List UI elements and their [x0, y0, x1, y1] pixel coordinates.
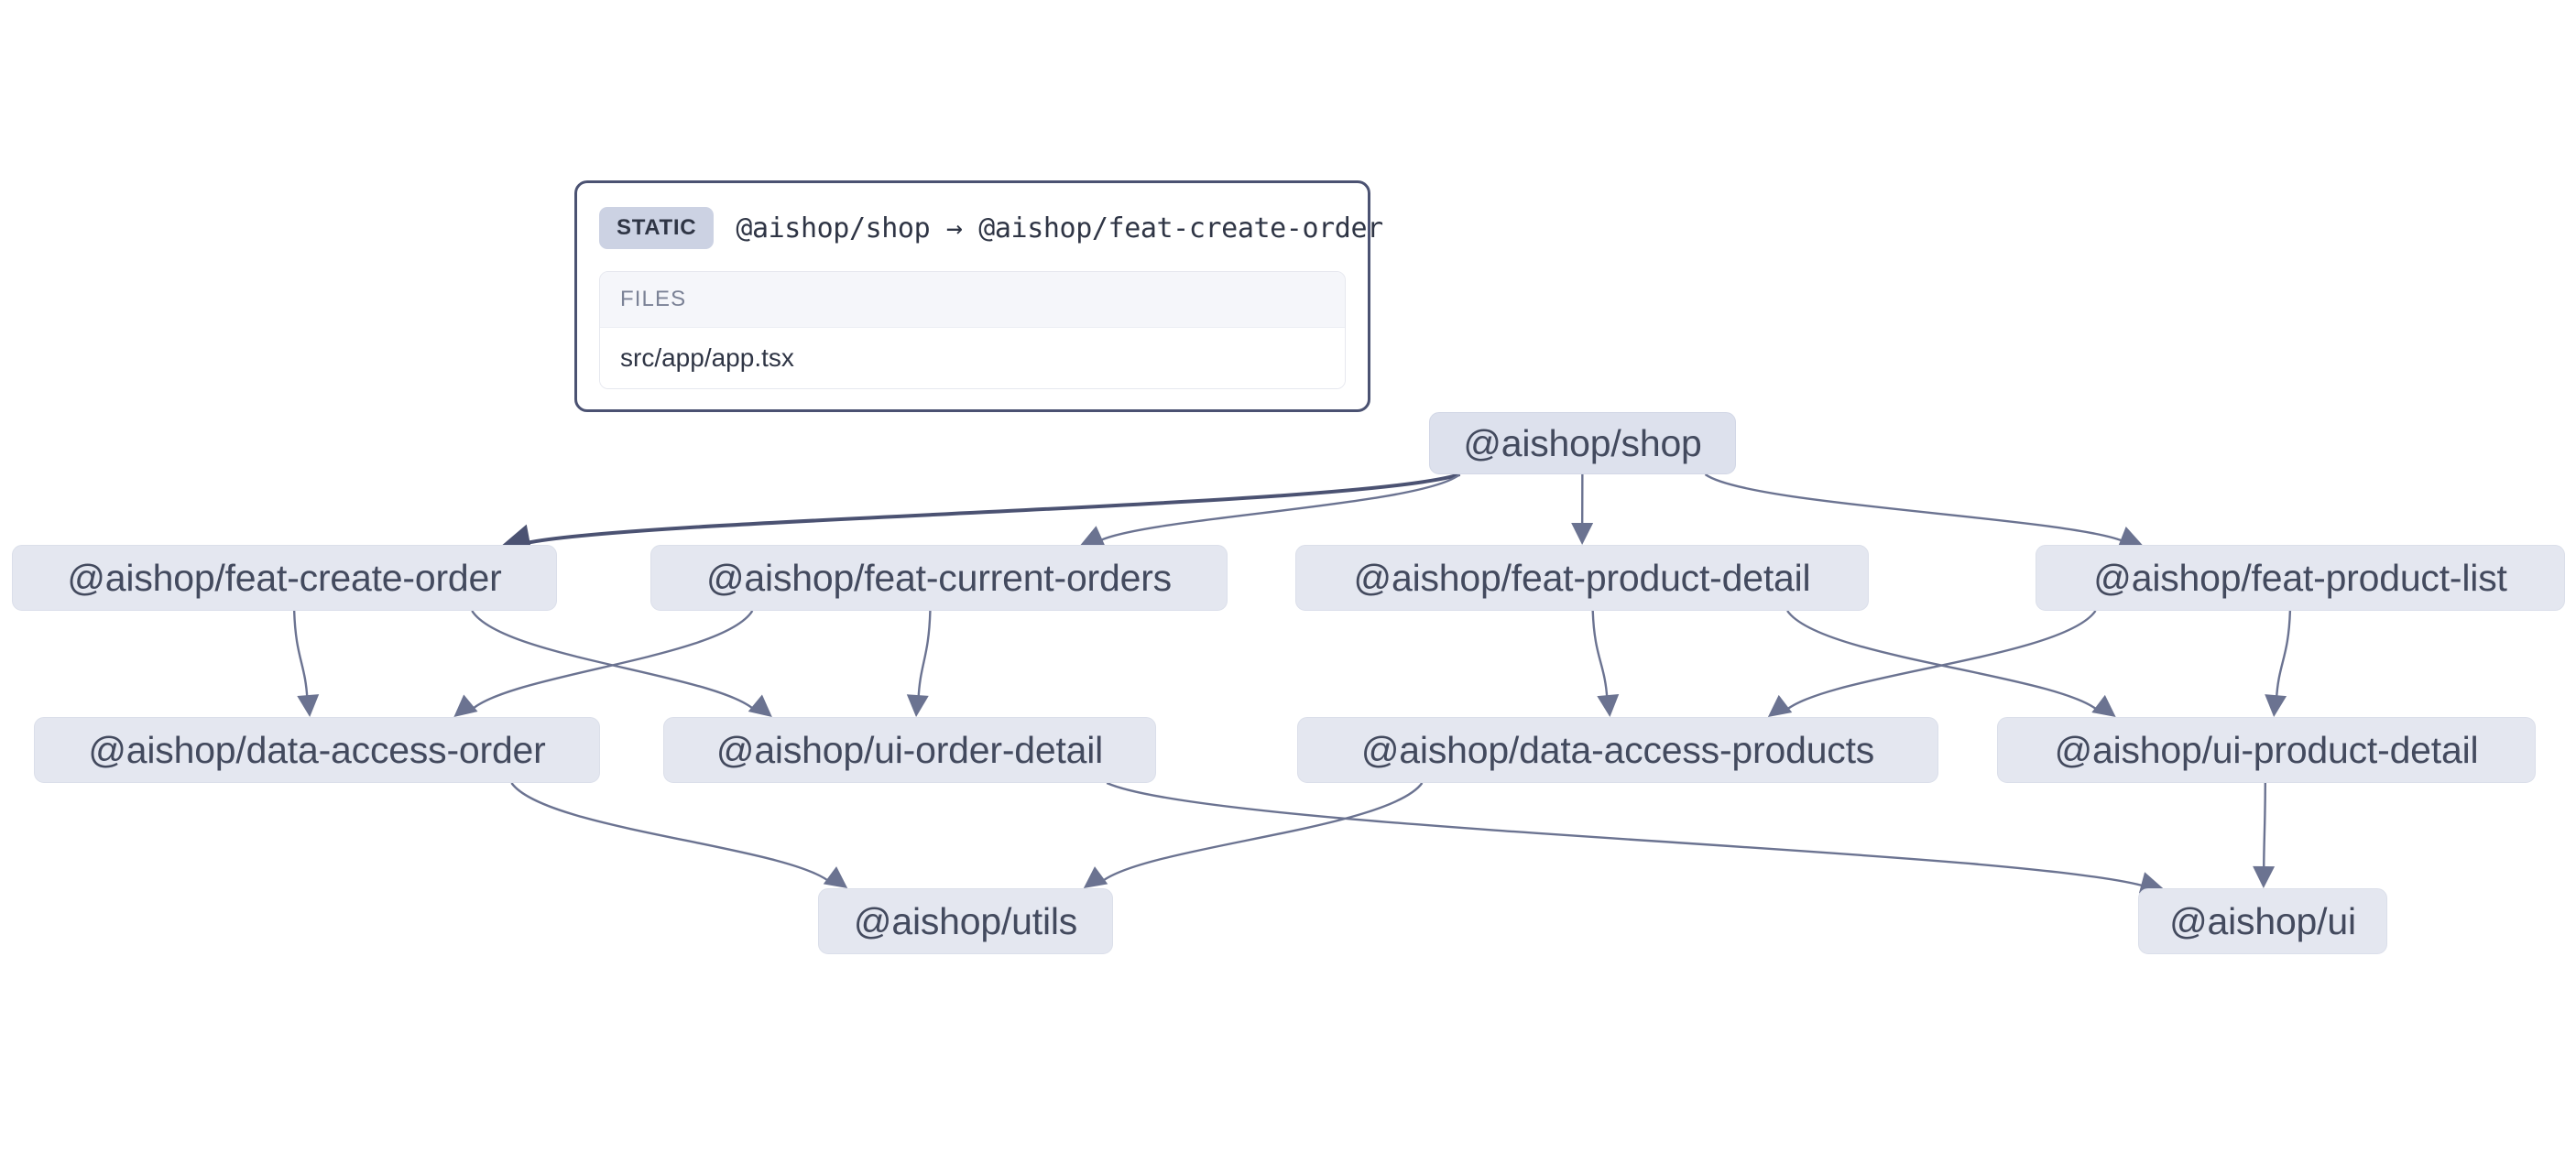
graph-edge-feat-create-order-to-ui-order-detail[interactable] [471, 610, 758, 712]
file-row[interactable]: src/app/app.tsx [600, 328, 1345, 388]
graph-edge-data-access-products-to-utils[interactable] [1098, 782, 1424, 885]
graph-node-ui-order-detail[interactable]: @aishop/ui-order-detail [663, 717, 1156, 783]
files-section-header: FILES [600, 272, 1345, 328]
graph-node-data-access-order[interactable]: @aishop/data-access-order [34, 717, 600, 783]
graph-edge-arrowhead [2253, 865, 2276, 888]
graph-edge-arrowhead [1597, 694, 1620, 717]
graph-node-label: @aishop/ui [2169, 899, 2356, 942]
graph-node-label: @aishop/feat-current-orders [706, 556, 1172, 599]
graph-node-feat-product-detail[interactable]: @aishop/feat-product-detail [1295, 545, 1869, 611]
graph-node-label: @aishop/shop [1463, 421, 1702, 464]
graph-edge-shop-to-feat-current-orders[interactable] [1097, 473, 1461, 543]
graph-edge-ui-product-detail-to-ui[interactable] [2262, 782, 2266, 872]
graph-node-label: @aishop/feat-product-detail [1353, 556, 1811, 599]
graph-edge-arrowhead [453, 694, 478, 717]
graph-edge-arrowhead [1083, 866, 1108, 888]
graph-edge-arrowhead [2091, 694, 2116, 717]
graph-edge-data-access-order-to-utils[interactable] [510, 782, 833, 885]
graph-edge-arrowhead [906, 694, 929, 717]
graph-edge-arrowhead [1080, 526, 1106, 547]
graph-edge-arrowhead [1767, 694, 1793, 717]
graph-node-label: @aishop/data-access-products [1360, 728, 1875, 771]
graph-edge-feat-create-order-to-data-access-order[interactable] [292, 610, 309, 701]
files-list: src/app/app.tsx [600, 328, 1345, 388]
graph-edge-feat-product-detail-to-data-access-products[interactable] [1591, 610, 1609, 701]
tooltip-files-box: FILES src/app/app.tsx [599, 271, 1346, 389]
graph-node-utils[interactable]: @aishop/utils [818, 888, 1113, 954]
graph-edge-feat-product-list-to-data-access-products[interactable] [1783, 610, 2097, 713]
static-badge: STATIC [599, 207, 715, 249]
graph-node-ui-product-detail[interactable]: @aishop/ui-product-detail [1997, 717, 2536, 783]
graph-node-label: @aishop/feat-create-order [67, 556, 502, 599]
graph-node-label: @aishop/feat-product-list [2093, 556, 2507, 599]
edge-tooltip-card: STATIC @aishop/shop → @aishop/feat-creat… [574, 180, 1383, 412]
graph-node-feat-current-orders[interactable]: @aishop/feat-current-orders [650, 545, 1228, 611]
graph-edge-arrowhead [297, 694, 320, 717]
graph-edge-ui-order-detail-to-ui[interactable] [1106, 781, 2146, 888]
graph-edge-arrowhead [2265, 694, 2287, 717]
graph-node-data-access-products[interactable]: @aishop/data-access-products [1297, 717, 1938, 783]
graph-edge-arrowhead [748, 694, 772, 717]
tooltip-title: @aishop/shop → @aishop/feat-create-order [736, 212, 1383, 245]
tooltip-header: STATIC @aishop/shop → @aishop/feat-creat… [599, 201, 1383, 258]
graph-node-label: @aishop/data-access-order [88, 728, 546, 771]
graph-node-ui[interactable]: @aishop/ui [2138, 888, 2387, 954]
graph-edge-feat-product-list-to-ui-product-detail[interactable] [2275, 610, 2292, 701]
graph-edge-shop-to-feat-create-order[interactable] [525, 473, 1461, 546]
graph-edge-feat-current-orders-to-ui-order-detail[interactable] [917, 610, 932, 701]
graph-edge-arrowhead [823, 866, 848, 888]
graph-edge-feat-product-detail-to-ui-product-detail[interactable] [1786, 610, 2101, 713]
graph-node-label: @aishop/utils [853, 899, 1078, 942]
graph-node-feat-product-list[interactable]: @aishop/feat-product-list [2036, 545, 2565, 611]
graph-node-label: @aishop/ui-product-detail [2054, 728, 2479, 771]
graph-edge-feat-current-orders-to-data-access-order[interactable] [469, 610, 754, 712]
graph-node-shop[interactable]: @aishop/shop [1429, 412, 1736, 474]
graph-node-label: @aishop/ui-order-detail [715, 728, 1104, 771]
graph-edge-shop-to-feat-product-list[interactable] [1704, 473, 2126, 544]
graph-node-feat-create-order[interactable]: @aishop/feat-create-order [12, 545, 557, 611]
graph-edge-arrowhead [2138, 872, 2164, 894]
graph-edge-arrowhead [1571, 522, 1594, 545]
graph-edge-arrowhead [2117, 527, 2143, 548]
